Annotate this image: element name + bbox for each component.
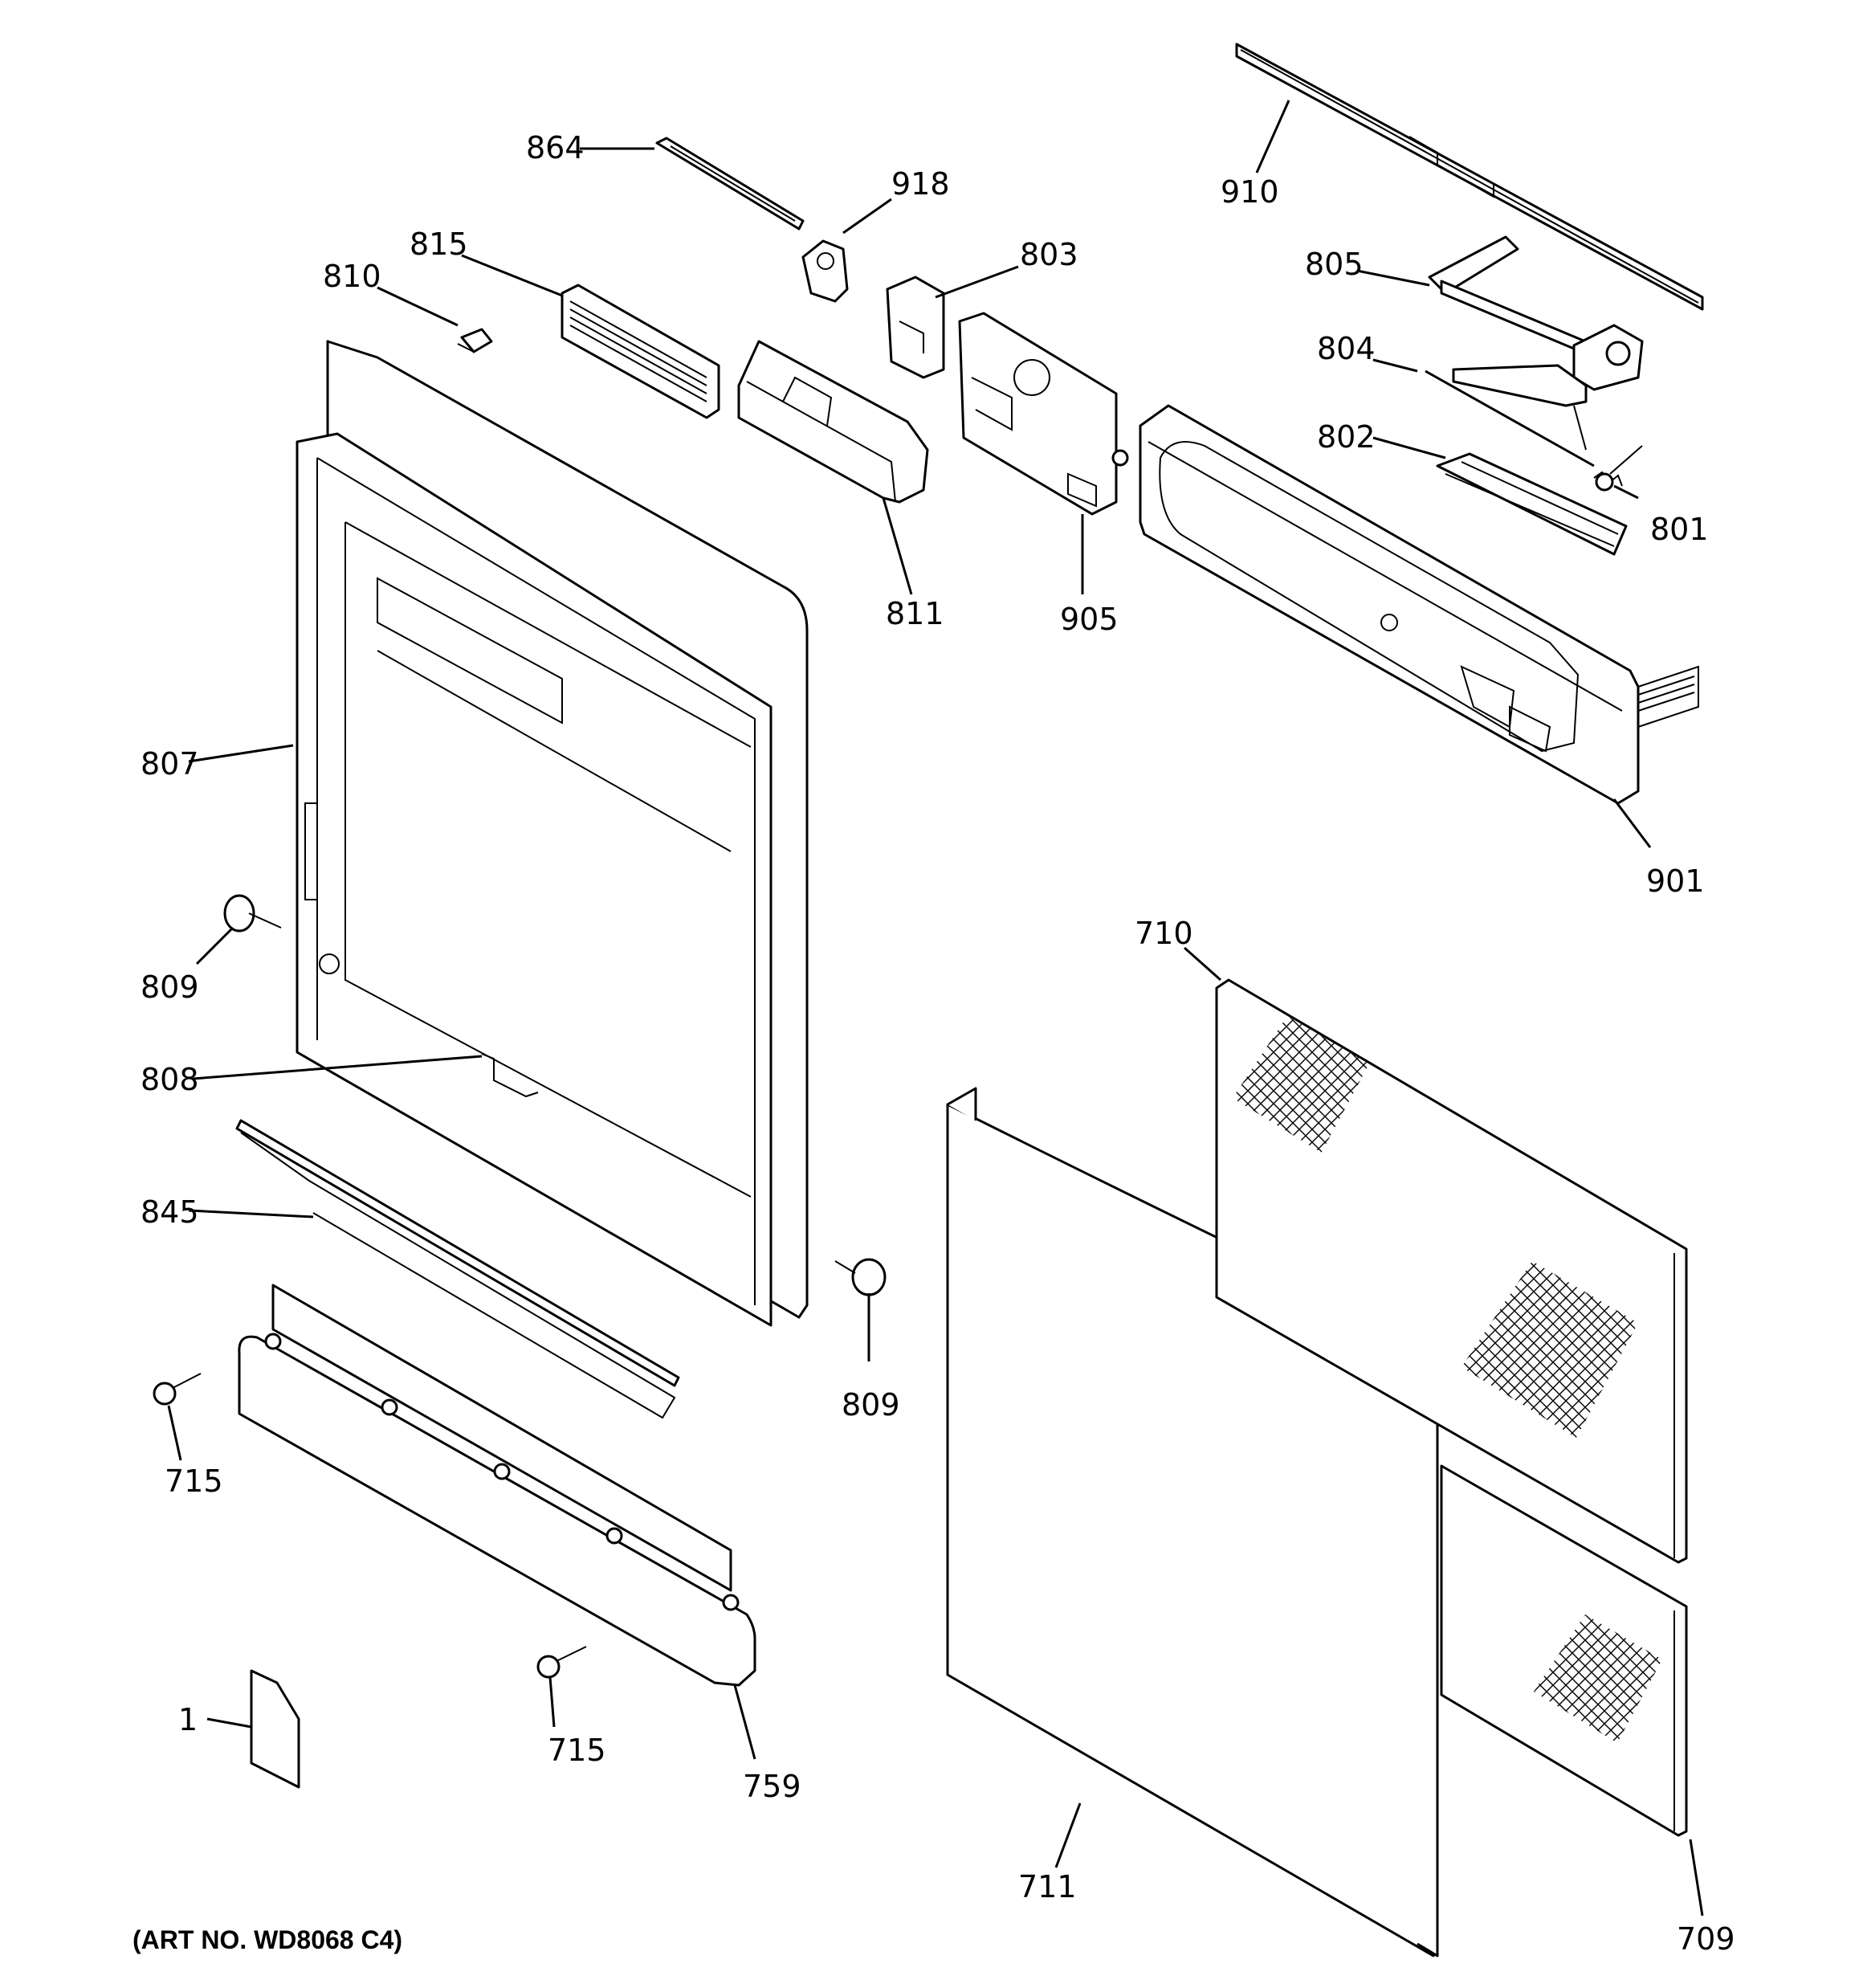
part-1-literature	[250, 1669, 300, 1789]
part-901-console	[1139, 404, 1699, 805]
part-805-bracket	[1428, 235, 1644, 391]
callout-801: 801	[1650, 512, 1709, 547]
callout-901: 901	[1646, 863, 1705, 899]
callout-715-right: 715	[548, 1733, 606, 1768]
callout-710: 710	[1135, 916, 1193, 951]
callout-805: 805	[1305, 247, 1364, 282]
part-910-top-rail	[1235, 43, 1704, 311]
callout-715-left: 715	[165, 1463, 223, 1499]
part-715-screw-right	[536, 1646, 587, 1679]
callout-807: 807	[141, 746, 199, 782]
callout-918: 918	[891, 166, 950, 202]
part-803-switch	[886, 276, 945, 379]
callout-802: 802	[1317, 419, 1376, 455]
part-809-bumper-right	[834, 1258, 887, 1296]
part-815-vent	[561, 284, 720, 419]
part-811-dispenser	[737, 340, 929, 504]
callout-804: 804	[1317, 331, 1376, 366]
callout-711: 711	[1018, 1869, 1077, 1904]
leader-lines	[167, 100, 1704, 1917]
part-809-bumper-left	[223, 894, 282, 933]
part-810-screw	[457, 328, 493, 353]
part-807-door-frame	[296, 340, 809, 1327]
callout-709: 709	[1677, 1921, 1735, 1957]
callout-759: 759	[743, 1769, 801, 1804]
callout-845: 845	[141, 1194, 199, 1230]
part-918-latch	[801, 239, 849, 303]
callout-810: 810	[323, 259, 381, 294]
callout-864: 864	[526, 130, 585, 165]
part-864-strip	[655, 137, 805, 231]
part-759-toe-kick	[238, 1284, 756, 1687]
callout-808: 808	[141, 1062, 199, 1097]
part-715-screw-left	[153, 1373, 202, 1406]
callout-1: 1	[178, 1702, 198, 1737]
part-845-trim	[235, 1119, 680, 1419]
callout-811: 811	[886, 596, 944, 631]
part-808-clip	[481, 1053, 539, 1098]
part-804-rod	[1425, 364, 1595, 467]
art-number: (ART NO. WD8068 C4)	[132, 1925, 403, 1954]
part-709-insulation	[1440, 1464, 1688, 1837]
callout-809-right: 809	[842, 1387, 900, 1423]
part-802-bar	[1436, 452, 1628, 556]
part-905-board	[958, 312, 1129, 516]
callout-905: 905	[1060, 602, 1119, 637]
part-801-spring	[1593, 445, 1643, 492]
callout-910: 910	[1221, 174, 1279, 210]
callout-815: 815	[410, 227, 468, 262]
callout-809-left: 809	[141, 970, 199, 1005]
callout-803: 803	[1020, 237, 1078, 272]
